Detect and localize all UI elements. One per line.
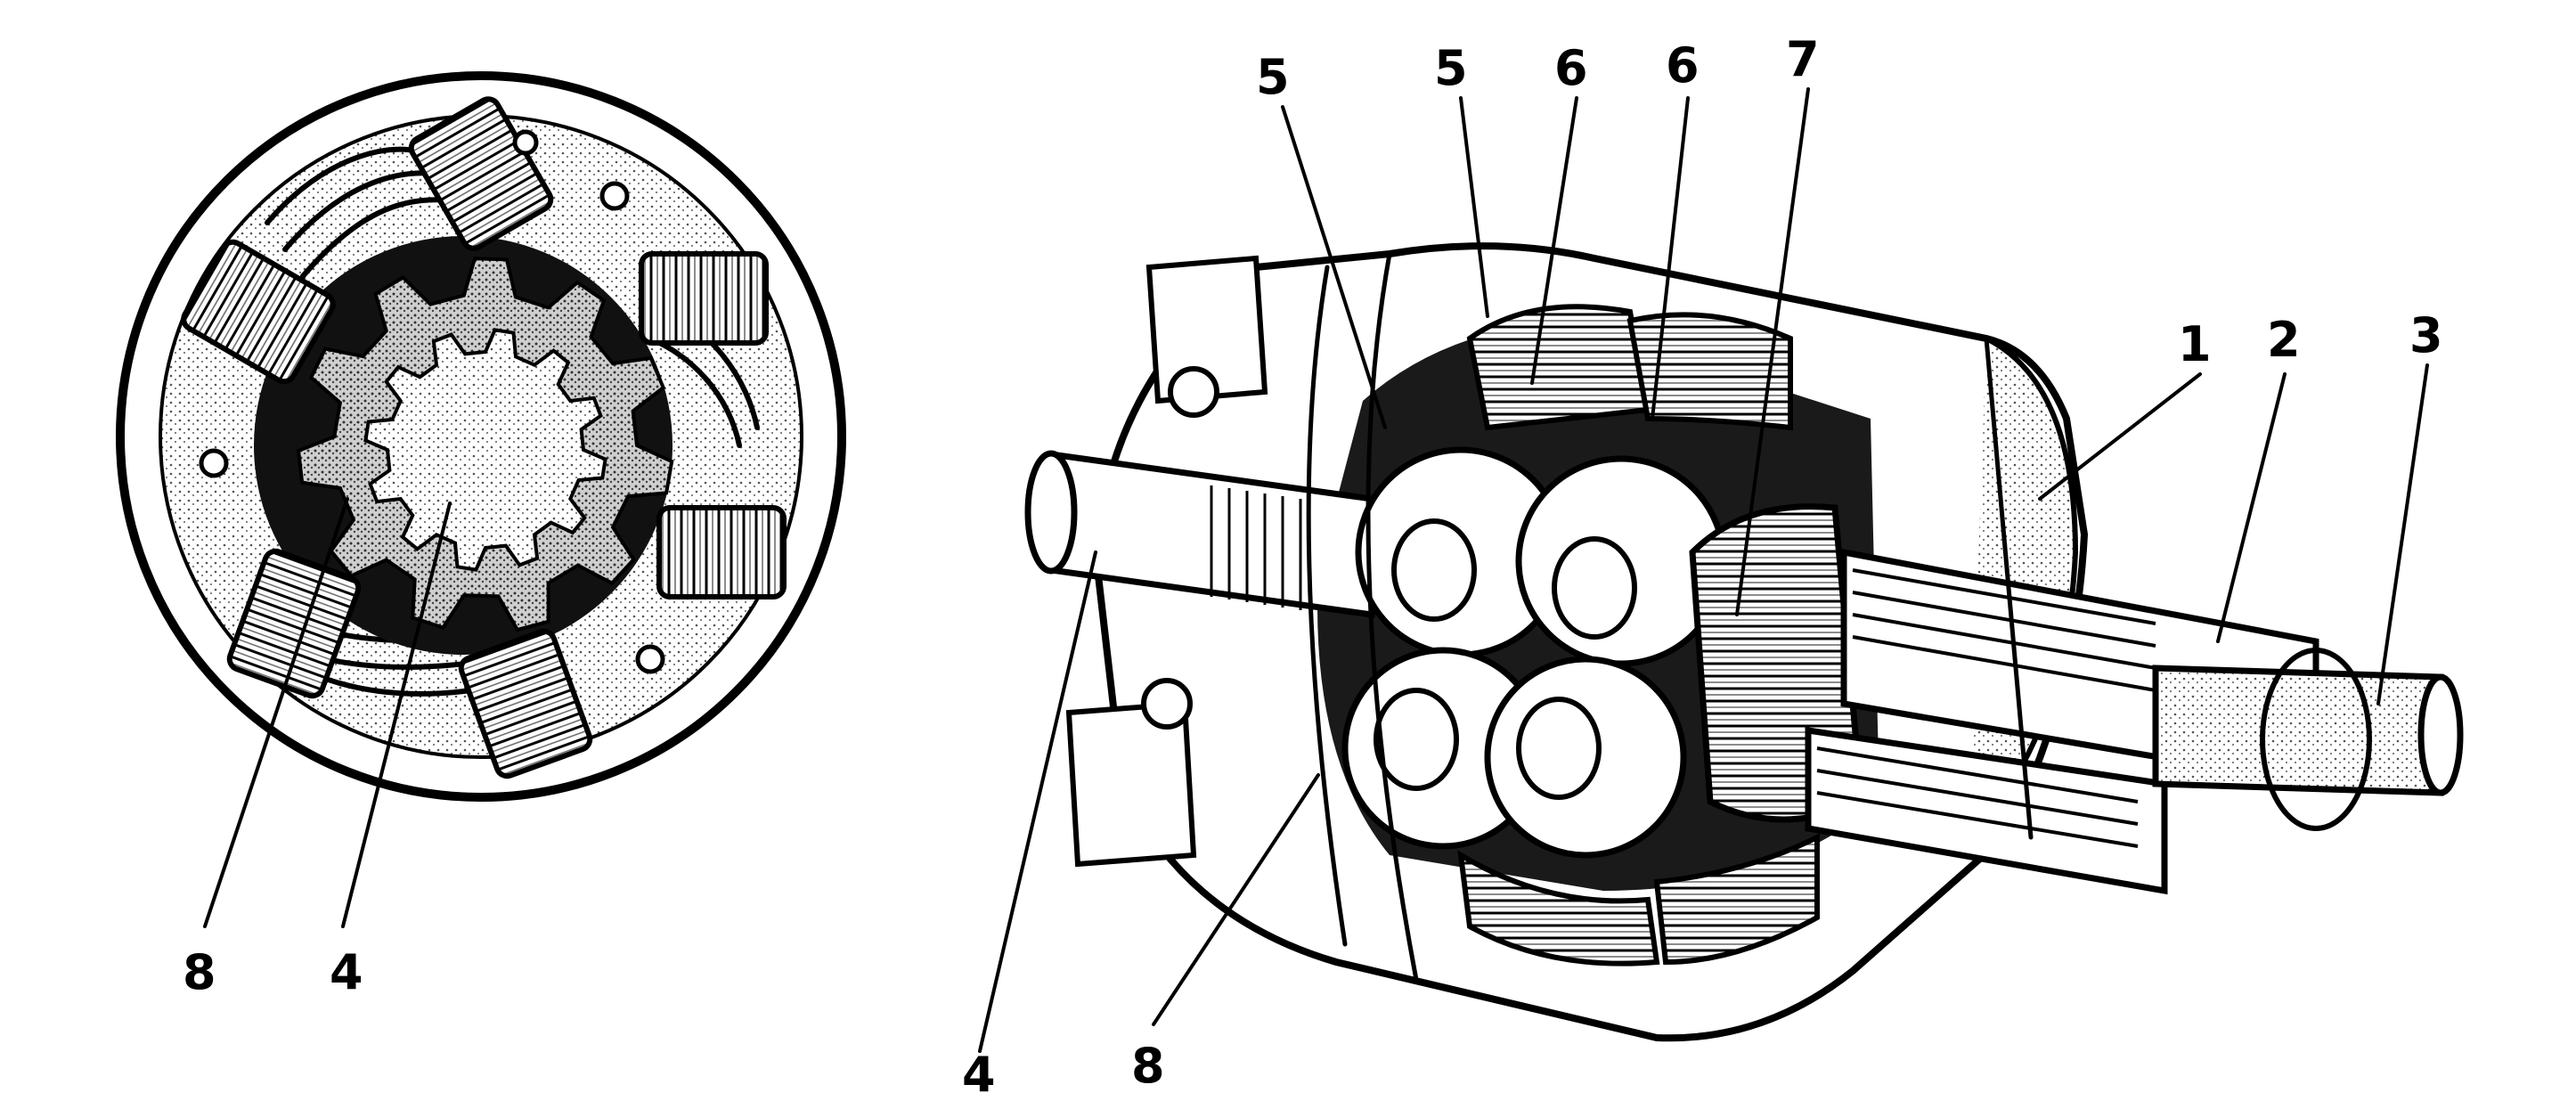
- upper-helical-gears: [1466, 304, 1793, 431]
- pinion: [656, 505, 787, 599]
- callout-cut-5b: 5: [1434, 40, 1468, 96]
- lower-helical-gears: [1457, 833, 1820, 966]
- leader-cut-7: [1735, 87, 1810, 616]
- cutaway-view: [1024, 242, 2464, 1042]
- planet-gear: [1484, 656, 1687, 859]
- callout-cut-8: 8: [1131, 1038, 1165, 1094]
- end-view-inner-splined-hub: [363, 328, 607, 572]
- pinion: [458, 628, 593, 779]
- leader-cut-8: [1152, 773, 1320, 1026]
- housing-seams: [1306, 251, 2034, 983]
- leader-end-8: [203, 497, 349, 928]
- bearing-ball-lower: [1141, 678, 1193, 730]
- callout-cut-6b: 6: [1666, 37, 1700, 94]
- leader-cut-6b: [1651, 96, 1690, 420]
- left-flange: [1145, 255, 1268, 404]
- leader-cut-3: [2376, 363, 2429, 705]
- pinion: [226, 548, 362, 699]
- callout-cut-7: 7: [1786, 31, 1820, 87]
- leader-lines: [203, 87, 2429, 1053]
- leader-end-4: [341, 502, 452, 928]
- callout-cut-4: 4: [962, 1047, 996, 1101]
- shaft-4: [1024, 450, 1375, 619]
- callout-cut-2: 2: [2267, 312, 2301, 368]
- callout-cut-1: 1: [2178, 316, 2212, 372]
- end-view: [116, 71, 846, 802]
- pinion: [181, 239, 336, 385]
- callout-cut-3: 3: [2409, 307, 2443, 363]
- end-view-mount-holes: [199, 129, 665, 674]
- callout-cut-6a: 6: [1554, 40, 1588, 96]
- leader-cut-2: [2216, 372, 2287, 643]
- shaft-3: [2152, 648, 2464, 831]
- planet-gears: [1341, 304, 1820, 966]
- leader-cut-1: [2038, 372, 2202, 501]
- leader-cut-6a: [1530, 96, 1578, 385]
- leader-cut-4: [978, 550, 1097, 1053]
- bearing-ball-upper: [1168, 366, 1219, 418]
- lower-spline-sleeve: [1805, 726, 2168, 895]
- pinion: [639, 251, 769, 346]
- callout-end-8: 8: [183, 944, 216, 1000]
- callout-labels: 8 4 5 5 6 6 7 1 2 3 4 8: [183, 31, 2443, 1101]
- leader-cut-5a: [1281, 105, 1387, 429]
- callout-cut-5a: 5: [1256, 49, 1290, 105]
- leader-cut-5b: [1459, 96, 1489, 318]
- callout-end-4: 4: [330, 944, 363, 1000]
